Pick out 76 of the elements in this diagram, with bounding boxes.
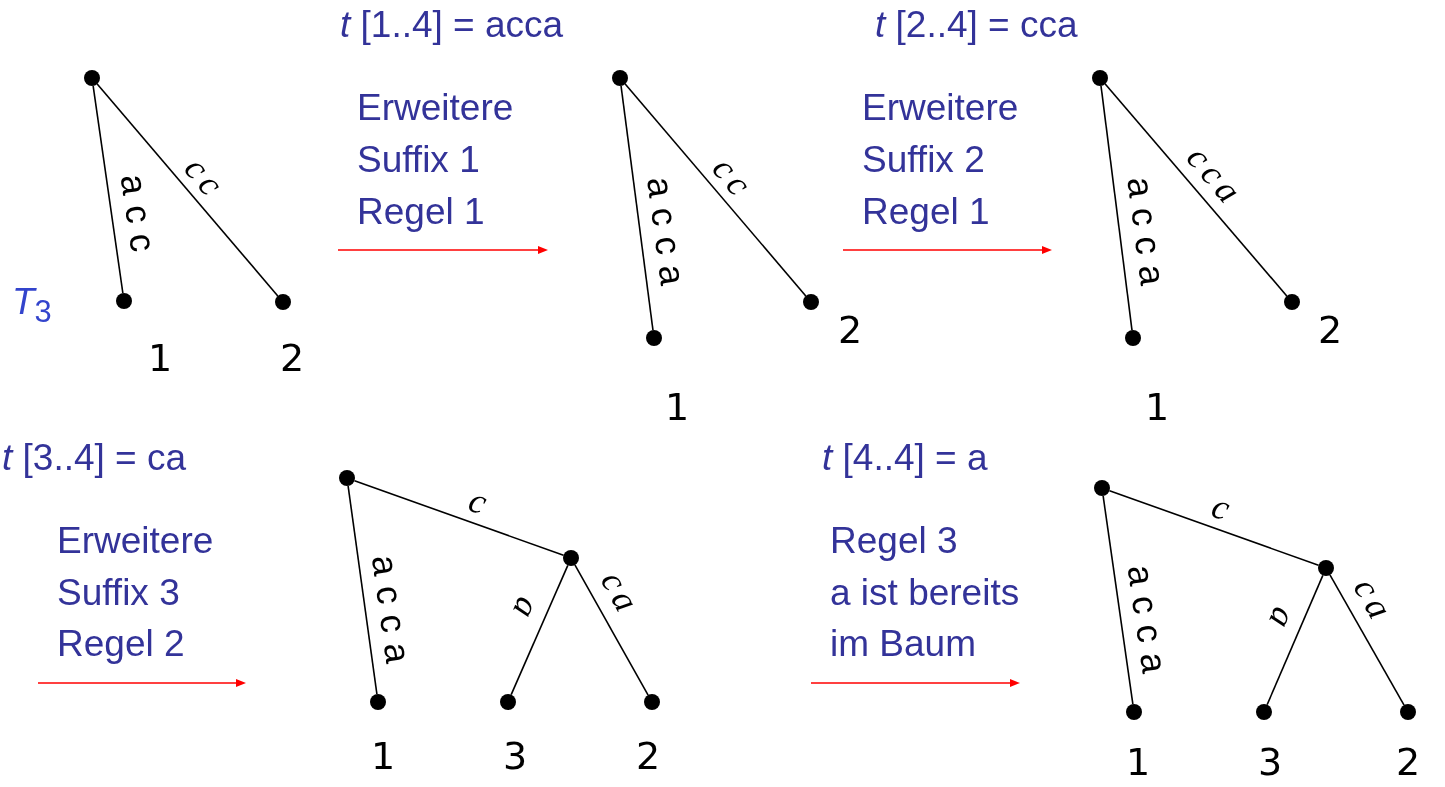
tree-node-dot	[803, 294, 819, 310]
text-label: t [4..4] = a	[822, 438, 988, 479]
tree-edge	[1266, 574, 1324, 706]
leaf-number: 1	[1144, 388, 1170, 426]
leaf-number: 2	[635, 737, 661, 775]
text-label: a ist bereits	[830, 573, 1020, 614]
tree-edge	[574, 564, 649, 696]
tree-edge	[1100, 85, 1133, 331]
leaf-number: 2	[1317, 311, 1343, 349]
tree-node-dot	[1318, 560, 1334, 576]
text-label: t [1..4] = acca	[340, 5, 564, 46]
text-label: Erweitere	[57, 521, 214, 562]
tree-edge	[1108, 489, 1320, 567]
tree-node-dot	[1092, 70, 1108, 86]
tree-node-dot	[1400, 704, 1416, 720]
tree-node-dot	[275, 294, 291, 310]
tree-edge	[620, 85, 654, 331]
text-label: Suffix 2	[862, 140, 985, 181]
tree-node-dot	[644, 694, 660, 710]
edge-label: ca	[1345, 570, 1402, 630]
leaf-number: 2	[1395, 743, 1421, 781]
leaf-number: 1	[147, 339, 173, 377]
tree-edge	[353, 479, 565, 557]
edge-label: acc	[112, 170, 163, 265]
tree-node-dot	[370, 694, 386, 710]
tree-edge	[624, 83, 807, 297]
edge-label: c	[462, 479, 497, 523]
text-label: Regel 1	[357, 192, 485, 233]
edge-label: cca	[1178, 137, 1252, 214]
tree-node-dot	[116, 293, 132, 309]
tree-node-dot	[1284, 294, 1300, 310]
leaf-number: 2	[837, 311, 863, 349]
text-label: t [2..4] = cca	[875, 5, 1078, 46]
edge-label: cc	[703, 147, 762, 206]
tree-node-dot	[339, 470, 355, 486]
tree-node-dot	[646, 330, 662, 346]
tree-edge	[96, 83, 279, 297]
text-label: Regel 3	[830, 521, 958, 562]
tree-node-dot	[1094, 480, 1110, 496]
edge-label: cc	[175, 147, 234, 206]
text-label: Erweitere	[357, 88, 514, 129]
tree-node-dot	[612, 70, 628, 86]
text-label: T$_{3}$	[12, 282, 52, 330]
leaf-number: 3	[1257, 743, 1283, 781]
tree-node-dot	[1125, 330, 1141, 346]
leaf-number: 3	[502, 737, 528, 775]
text-label: Suffix 1	[357, 140, 480, 181]
tree-edge	[1102, 495, 1134, 705]
text-label: t [3..4] = ca	[2, 438, 187, 479]
edge-label: acca	[639, 173, 693, 298]
edge-label: c	[1206, 485, 1241, 529]
tree-edge	[1104, 83, 1288, 297]
edge-label: a	[1260, 600, 1306, 639]
text-label: Regel 1	[862, 192, 990, 233]
text-label: Regel 2	[57, 624, 185, 665]
text-label: Suffix 3	[57, 573, 180, 614]
edge-label: acca	[1119, 561, 1174, 686]
text-label: im Baum	[830, 624, 976, 665]
leaf-number: 1	[1125, 743, 1151, 781]
tree-edge	[510, 564, 569, 696]
tree-node-dot	[84, 70, 100, 86]
edge-label: acca	[364, 551, 419, 676]
tree-edge	[347, 485, 378, 695]
edge-label: acca	[1119, 173, 1172, 298]
tree-edge	[92, 85, 124, 294]
tree-node-dot	[1256, 704, 1272, 720]
text-label: Erweitere	[862, 88, 1019, 129]
leaf-number: 2	[279, 339, 305, 377]
tree-node-dot	[500, 694, 516, 710]
tree-node-dot	[563, 550, 579, 566]
edge-label: ca	[591, 563, 648, 622]
tree-edge	[1329, 574, 1405, 706]
edge-label: a	[505, 590, 550, 628]
tree-node-dot	[1126, 704, 1142, 720]
leaf-number: 1	[664, 388, 690, 426]
leaf-number: 1	[370, 737, 396, 775]
